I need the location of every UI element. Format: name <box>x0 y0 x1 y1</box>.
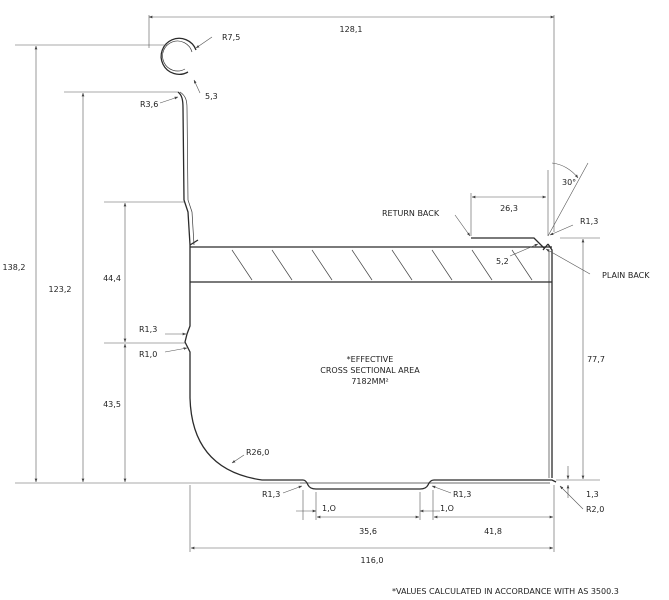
dim-bead-radius: R7,5 <box>222 33 240 42</box>
label-plain-back: PLAIN BACK <box>602 271 650 280</box>
back-wall-inner <box>179 91 195 246</box>
dim-front-height: 77,7 <box>587 355 605 364</box>
label-return-back: RETURN BACK <box>382 209 440 218</box>
dim-height-to-bead: 123,2 <box>49 285 72 294</box>
dim-base-radius-right: R1,3 <box>453 490 471 499</box>
dim-overall-width: 128,1 <box>340 25 363 34</box>
strip-left <box>189 239 199 246</box>
dim-total-height: 138,2 <box>3 263 26 272</box>
dim-front-top-radius: R1,3 <box>580 217 598 226</box>
gutter-profile <box>160 37 557 490</box>
footnote: *VALUES CALCULATED IN ACCORDANCE WITH AS… <box>392 587 619 596</box>
dim-step-radius-lower: R1,0 <box>139 350 157 359</box>
bead-outline <box>160 37 197 75</box>
front-wall <box>547 243 553 478</box>
dim-bead-neck-radius: R3,6 <box>140 100 158 109</box>
back-wall <box>177 91 557 490</box>
dim-step-radius-upper: R1,3 <box>139 325 157 334</box>
dim-stiffener-to-front: 41,8 <box>484 527 502 536</box>
dim-back-lower: 43,5 <box>103 400 121 409</box>
area-label-line3: 7182MM² <box>351 377 388 386</box>
dim-stiffener-right-width: 1,O <box>440 504 454 513</box>
dim-base-front-radius: R2,0 <box>586 505 604 514</box>
strip-hatching <box>231 249 533 281</box>
bead-inner <box>162 40 193 72</box>
area-label-line2: CROSS SECTIONAL AREA <box>320 366 420 375</box>
dim-base-radius-left: R1,3 <box>262 490 280 499</box>
dim-front-angle: 30° <box>562 178 576 187</box>
dim-stiffener-left-width: 1,O <box>322 504 336 513</box>
dim-bead-gap: 5,3 <box>205 92 218 101</box>
dim-base-step: 1,3 <box>586 490 599 499</box>
dim-back-upper: 44,4 <box>103 274 121 283</box>
return-back-lip <box>471 237 545 249</box>
dim-stiffener-spacing: 35,6 <box>359 527 377 536</box>
dim-base-width: 116,0 <box>361 556 384 565</box>
dim-base-radius-large: R26,0 <box>246 448 269 457</box>
dim-plain-back-offset: 5,2 <box>496 257 509 266</box>
area-label-line1: *EFFECTIVE <box>347 355 394 364</box>
dim-return-back: 26,3 <box>500 204 518 213</box>
